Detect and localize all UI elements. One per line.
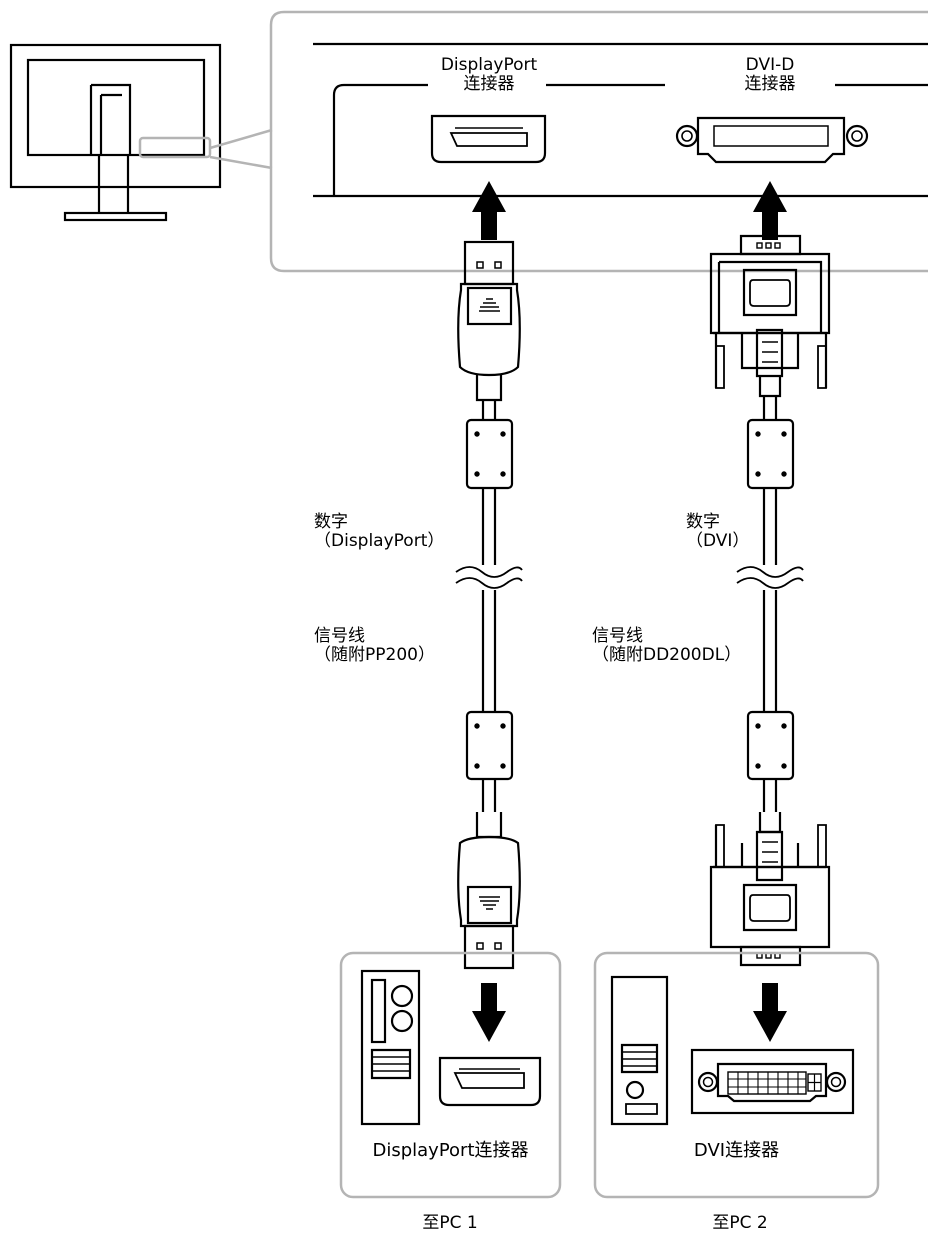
pc2-connector-label: DVI连接器 <box>693 1140 780 1161</box>
displayport-cable <box>455 240 523 970</box>
arrow-down-dvi <box>753 983 787 1042</box>
dvi-type-line2: （DVI） <box>686 531 750 551</box>
pc2-panel <box>593 951 880 1199</box>
dvi-type-line1: 数字 <box>686 512 720 532</box>
dvi-cable <box>709 234 831 967</box>
monitor-thumbnail <box>9 43 273 222</box>
dvi-cable-name: 信号线 （随附DD200DL） <box>592 627 741 665</box>
displayport-cable-name: 信号线 （随附PP200） <box>314 627 435 665</box>
arrow-down-displayport <box>472 983 506 1042</box>
pc2-caption: 至PC 2 <box>712 1213 768 1233</box>
dvi-d-port <box>675 116 869 164</box>
arrows-up <box>472 181 787 240</box>
displayport-connector-label: DisplayPort 连接器 <box>414 56 564 94</box>
dp-type-line2: （DisplayPort） <box>314 531 445 551</box>
dvi-name-line1: 信号线 <box>592 626 643 646</box>
pc1-connector-label: DisplayPort连接器 <box>372 1140 529 1161</box>
pc1-caption: 至PC 1 <box>422 1213 478 1233</box>
displayport-cable-type: 数字 （DisplayPort） <box>314 513 444 551</box>
dp-name-line2: （随附PP200） <box>314 645 435 665</box>
arrow-up-displayport <box>472 181 506 240</box>
pc1-panel <box>339 951 562 1199</box>
displayport-port <box>430 114 547 164</box>
dp-name-line1: 信号线 <box>314 626 365 646</box>
dvi-cable-type: 数字 （DVI） <box>686 513 749 551</box>
dvi-label-line1: DVI-D <box>745 55 795 75</box>
displayport-label-line2: 连接器 <box>463 74 515 94</box>
displayport-label-line1: DisplayPort <box>440 55 538 75</box>
dp-type-line1: 数字 <box>314 512 348 532</box>
arrow-up-dvi <box>753 181 787 240</box>
dvi-d-connector-label: DVI-D 连接器 <box>695 56 845 94</box>
dvi-name-line2: （随附DD200DL） <box>592 645 742 665</box>
monitor-rear-panel <box>269 10 928 273</box>
dvi-label-line2: 连接器 <box>744 74 796 94</box>
